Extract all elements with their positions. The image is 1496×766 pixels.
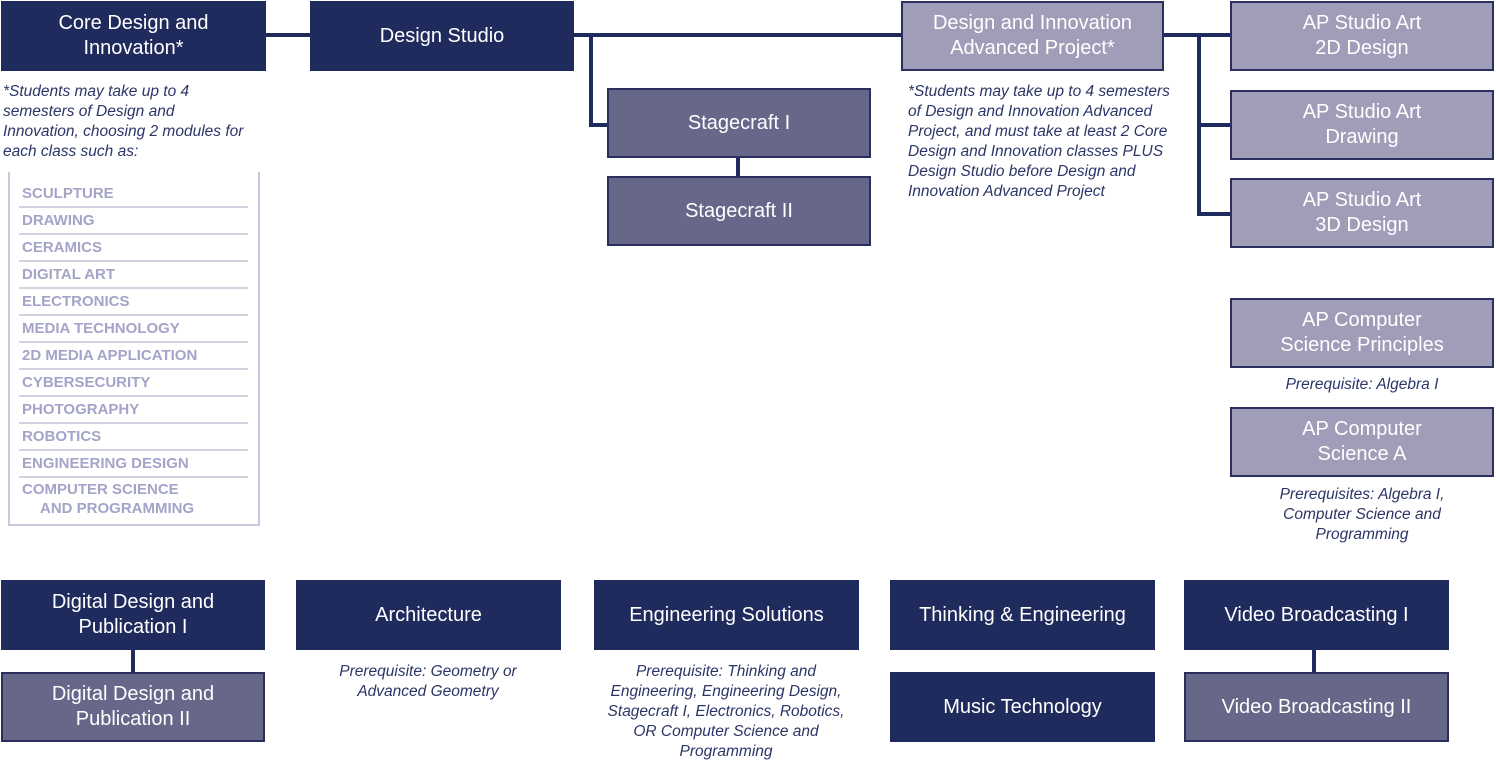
architecture-prerequisite: Prerequisite: Geometry or Advanced Geome… [339,663,517,700]
connector-studio-to-stagecraft [589,123,608,127]
course-core-design-innovation: Core Design and Innovation* [1,1,266,71]
module-item: ENGINEERING DESIGN [19,451,248,478]
course-video-broadcasting-1: Video Broadcasting I [1184,580,1449,650]
course-thinking-engineering: Thinking & Engineering [890,580,1155,650]
module-item: SCULPTURE [19,181,248,208]
course-ap-studio-art-2d: AP Studio Art 2D Design [1230,1,1494,71]
dia-project-note: *Students may take up to 4 semesters of … [908,83,1170,200]
ap-csp-prerequisite: Prerequisite: Algebra I [1285,376,1439,393]
module-item: DRAWING [19,208,248,235]
course-music-technology: Music Technology [890,672,1155,742]
course-video-broadcasting-2: Video Broadcasting II [1184,672,1449,742]
course-ap-studio-art-drawing: AP Studio Art Drawing [1230,90,1494,160]
module-item: CYBERSECURITY [19,370,248,397]
connector-video-1-to-2 [1312,650,1316,673]
course-architecture: Architecture [296,580,561,650]
module-item: DIGITAL ART [19,262,248,289]
engineering-solutions-prerequisite: Prerequisite: Thinking and Engineering, … [607,663,845,760]
module-item: ELECTRONICS [19,289,248,316]
course-engineering-solutions: Engineering Solutions [594,580,859,650]
module-item: 2D MEDIA APPLICATION [19,343,248,370]
modules-bracket [8,172,260,526]
module-item-line-2: AND PROGRAMMING [40,500,195,517]
module-item: COMPUTER SCIENCE AND PROGRAMMING [19,478,248,520]
connector-studio-to-dia [574,33,902,37]
course-ap-cs-a: AP Computer Science A [1230,407,1494,477]
modules-list: SCULPTURE DRAWING CERAMICS DIGITAL ART E… [19,181,248,520]
connector-core-to-studio [266,33,311,37]
course-digital-design-publication-1: Digital Design and Publication I [1,580,265,650]
connector-ap-drawing [1197,123,1231,127]
course-ap-cs-principles: AP Computer Science Principles [1230,298,1494,368]
course-stagecraft-2: Stagecraft II [607,176,871,246]
course-design-innovation-advanced-project: Design and Innovation Advanced Project* [901,1,1164,71]
course-stagecraft-1: Stagecraft I [607,88,871,158]
module-item: ROBOTICS [19,424,248,451]
module-item: CERAMICS [19,235,248,262]
course-ap-studio-art-3d: AP Studio Art 3D Design [1230,178,1494,248]
connector-stagecraft-1-to-2 [736,157,740,177]
course-design-studio: Design Studio [310,1,574,71]
module-item-line-1: COMPUTER SCIENCE [22,481,179,498]
ap-csa-prerequisite: Prerequisites: Algebra I, Computer Scien… [1279,486,1445,543]
connector-ddp-1-to-2 [131,650,135,673]
module-item: MEDIA TECHNOLOGY [19,316,248,343]
course-digital-design-publication-2: Digital Design and Publication II [1,672,265,742]
core-design-note: *Students may take up to 4 semesters of … [3,83,244,160]
module-item: PHOTOGRAPHY [19,397,248,424]
connector-ap-3d [1197,212,1231,216]
connector-studio-branch-vertical [589,35,593,127]
